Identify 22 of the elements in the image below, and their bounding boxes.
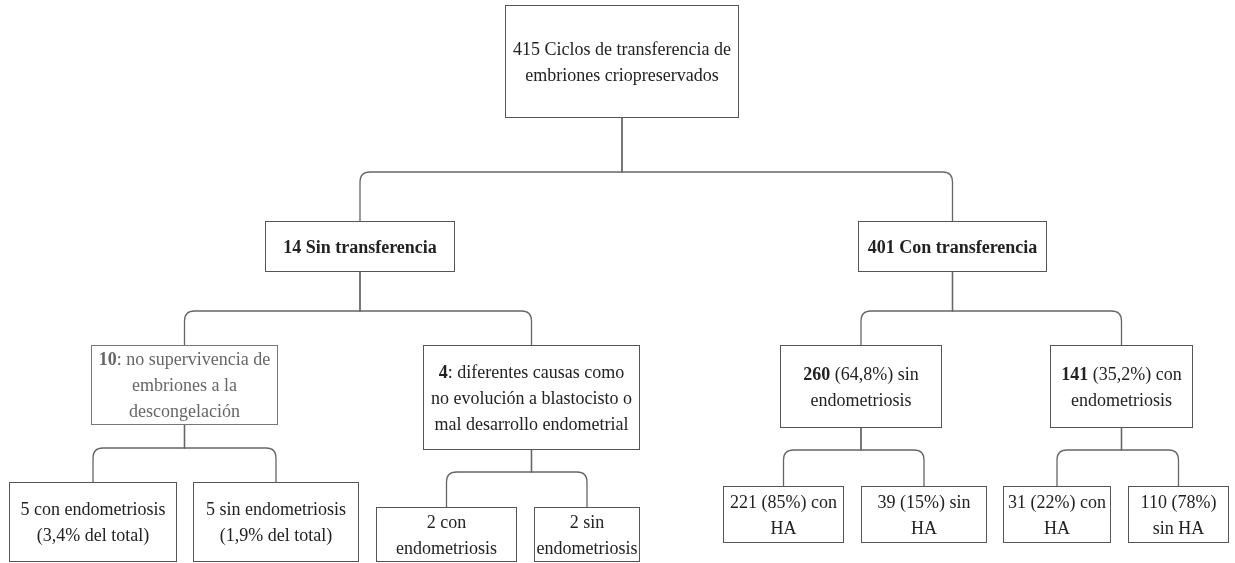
connector-line bbox=[1120, 427, 1180, 487]
connector-line bbox=[530, 449, 588, 508]
connector-line bbox=[621, 117, 954, 222]
connector-line bbox=[951, 271, 1123, 346]
flow-box: 39 (15%) sin HA bbox=[861, 486, 987, 543]
flow-box: 5 sin endometriosis (1,9% del total) bbox=[193, 482, 359, 562]
flow-box: 401 Con transferencia bbox=[858, 221, 1047, 272]
flow-box: 2 con endometriosis bbox=[376, 507, 517, 562]
flow-box: 141 (35,2%) con endometriosis bbox=[1050, 345, 1193, 428]
flow-box: 31 (22%) con HA bbox=[1003, 486, 1111, 543]
flow-box: 14 Sin transferencia bbox=[265, 221, 455, 272]
flow-box: 415 Ciclos de transferencia de embriones criopreservados bbox=[505, 5, 739, 118]
connector-line bbox=[359, 271, 533, 346]
connector-line bbox=[183, 424, 277, 483]
flow-box: 10: no supervivencia de embriones a la descongelación bbox=[91, 345, 278, 425]
connector-line bbox=[860, 427, 925, 487]
flow-box: 2 sin endometriosis bbox=[534, 507, 640, 562]
flow-box: 4: diferentes causas como no evolución a blastocisto o mal desarrollo endometrial bbox=[423, 345, 640, 450]
flow-box: 221 (85%) con HA bbox=[723, 486, 844, 543]
flow-box: 5 con endometriosis (3,4% del total) bbox=[9, 482, 177, 562]
flow-box: 260 (64,8%) sin endometriosis bbox=[780, 345, 942, 428]
flow-box: 110 (78%) sin HA bbox=[1128, 486, 1229, 543]
